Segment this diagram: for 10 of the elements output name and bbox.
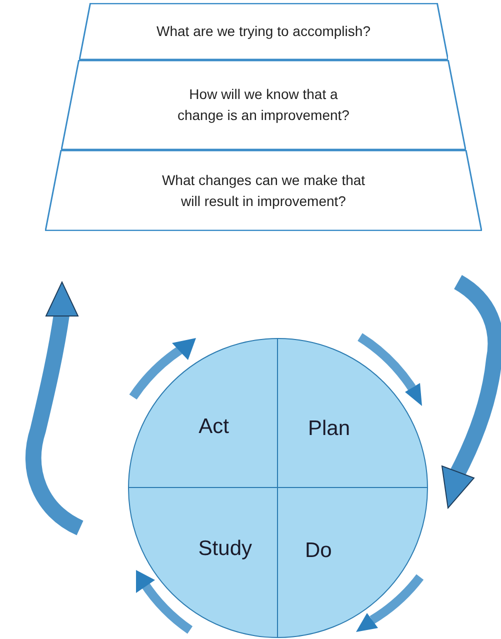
question-text: What changes can we make that will result in improvement? — [160, 170, 366, 211]
question-box — [60, 60, 466, 150]
stage-label: Study — [198, 536, 252, 562]
question-box — [45, 150, 482, 231]
stage-label: Do — [305, 538, 332, 564]
stage-label: Act — [198, 414, 229, 440]
question-box — [78, 3, 448, 60]
question-text: How will we know that a change is an improvement? — [176, 85, 350, 125]
question-text: What are we trying to accomplish? — [156, 22, 370, 41]
stage-label: Plan — [308, 416, 350, 442]
